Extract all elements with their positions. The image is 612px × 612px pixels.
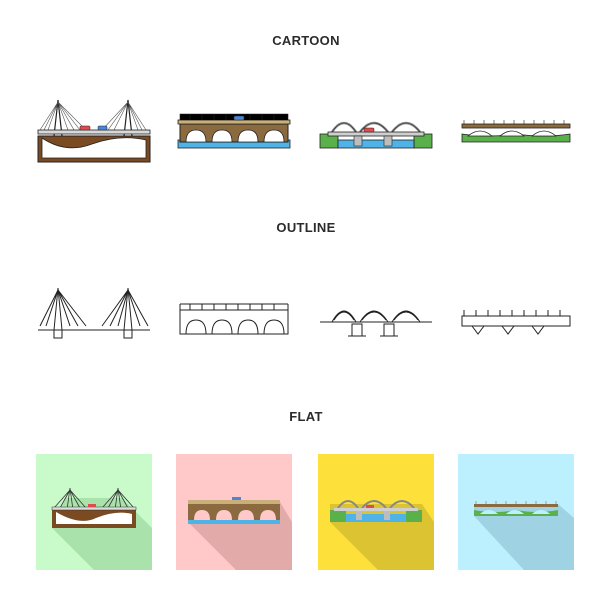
cable-stayed-bridge-flat-icon [51, 487, 152, 570]
steel-truss-arch-bridge-outline-icon [318, 266, 434, 382]
flat-tile-green [36, 454, 152, 570]
stone-arch-bridge-icon [176, 78, 292, 194]
flat-tile-yellow [318, 454, 434, 570]
section-title-cartoon: CARTOON [272, 33, 340, 48]
pedestrian-arch-bridge-outline-icon [458, 266, 574, 382]
flat-tile-pink [176, 454, 292, 570]
section-title-outline: OUTLINE [276, 220, 336, 235]
stone-arch-bridge-outline-icon [176, 266, 292, 382]
cable-stayed-bridge-outline-icon [36, 266, 152, 382]
steel-truss-arch-bridge-icon [318, 78, 434, 194]
pedestrian-arch-bridge-icon [458, 78, 574, 194]
pedestrian-arch-bridge-flat-icon [474, 501, 574, 570]
stone-arch-bridge-flat-icon [188, 497, 292, 570]
section-title-flat: FLAT [289, 409, 323, 424]
flat-tile-blue [458, 454, 574, 570]
cable-stayed-bridge-icon [36, 78, 152, 194]
steel-truss-arch-bridge-flat-icon [330, 500, 434, 570]
